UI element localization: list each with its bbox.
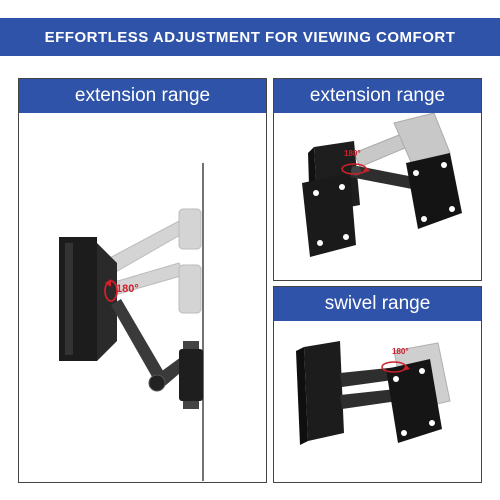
panel-title: extension range bbox=[274, 79, 481, 113]
panel-extension-angled: extension range bbox=[273, 78, 482, 281]
header-banner: EFFORTLESS ADJUSTMENT FOR VIEWING COMFOR… bbox=[0, 0, 500, 70]
rotation-label: 180° bbox=[344, 149, 361, 158]
panel-title: swivel range bbox=[274, 287, 481, 321]
panel-extension-side: extension range bbox=[18, 78, 267, 483]
rotation-label: 180° bbox=[392, 347, 409, 356]
extension-side-illustration bbox=[59, 163, 204, 481]
extension-angled-illustration bbox=[302, 113, 462, 257]
wall-plate-icon bbox=[59, 237, 97, 361]
wall-plate-icon bbox=[304, 341, 344, 441]
panel-illustration: 180° bbox=[19, 113, 266, 482]
panel-swivel: swivel range 180° bbox=[273, 286, 482, 483]
banner-title: EFFORTLESS ADJUSTMENT FOR VIEWING COMFOR… bbox=[0, 18, 500, 56]
panel-illustration: 180° bbox=[274, 321, 481, 482]
rotation-label: 180° bbox=[116, 283, 139, 295]
swivel-illustration bbox=[296, 341, 451, 445]
panel-title: extension range bbox=[19, 79, 266, 113]
panel-illustration: 180° bbox=[274, 113, 481, 280]
